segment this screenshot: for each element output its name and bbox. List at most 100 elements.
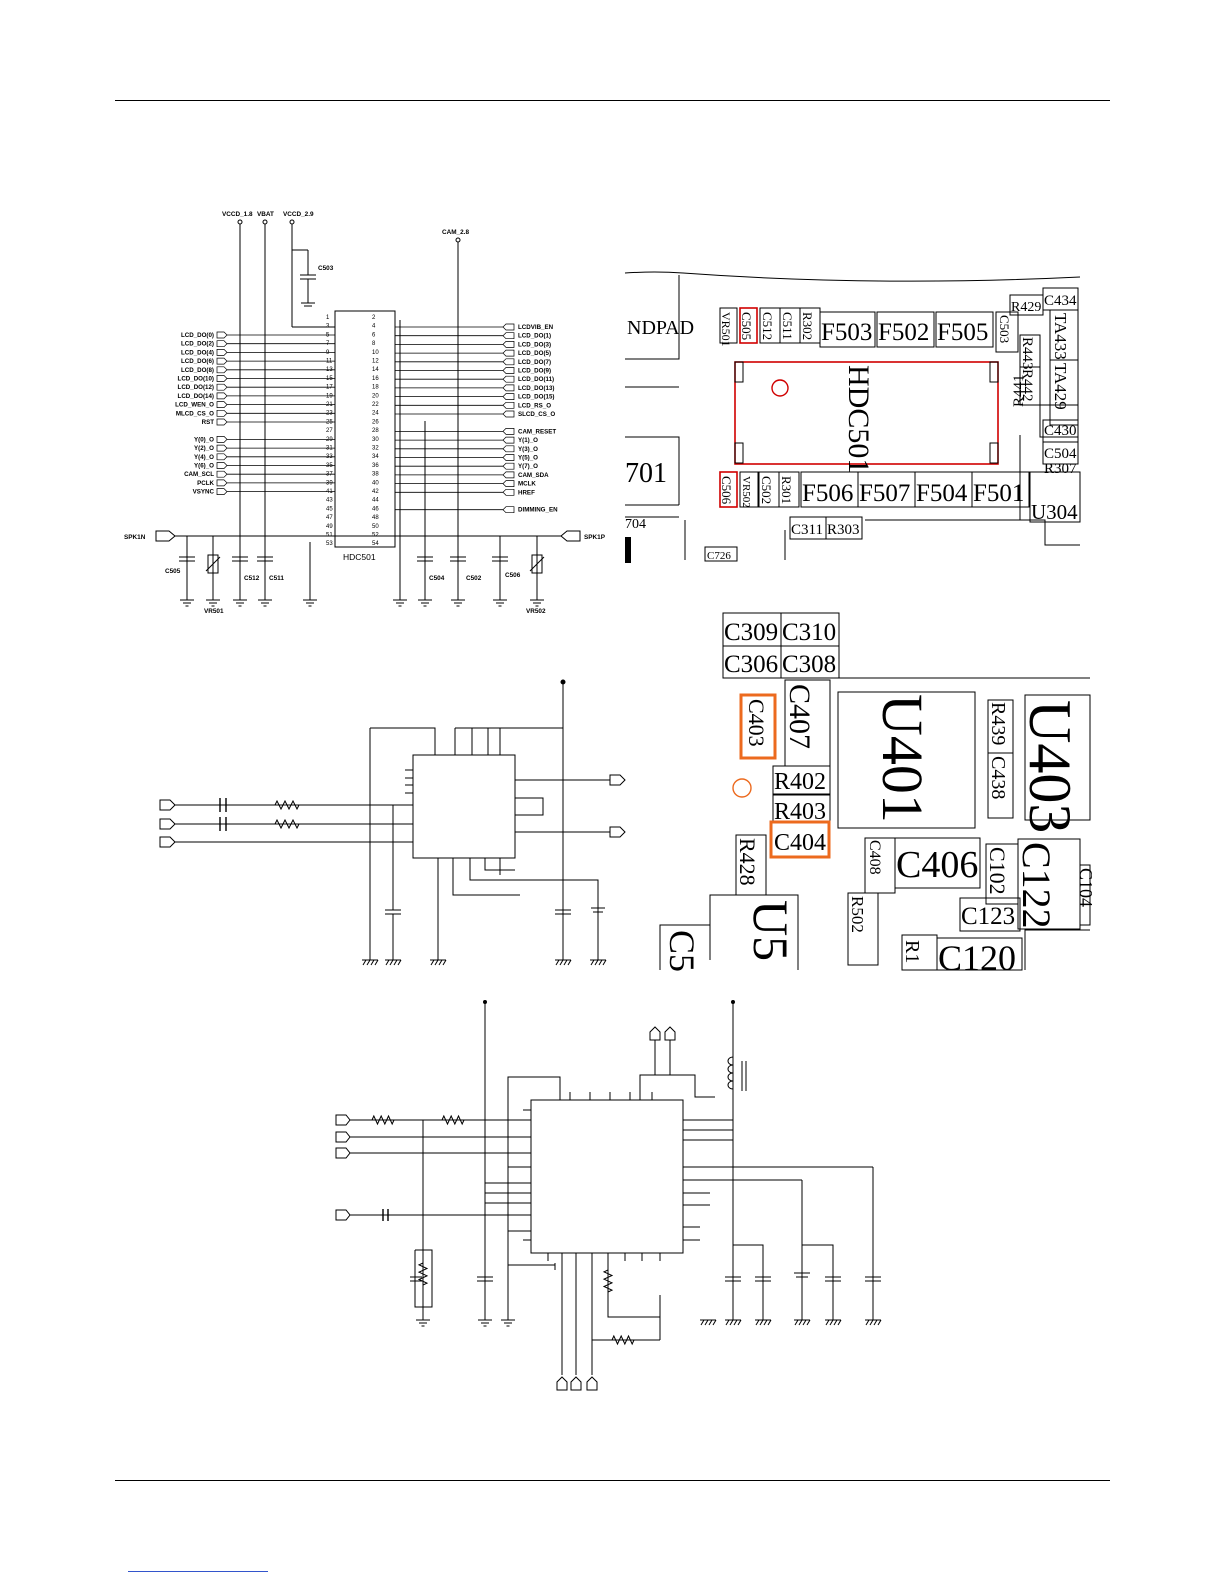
right-net-label: LCD_DO(1)	[518, 333, 551, 340]
pcb-f507: F507	[859, 480, 910, 507]
right-net-port	[502, 401, 515, 409]
pin-right-16: 16	[372, 376, 379, 382]
right-net-label: LCDVIB_EN	[518, 324, 554, 331]
pcb-c308: C308	[782, 651, 836, 678]
left-net-port	[216, 331, 228, 339]
left-net-label: LCD_DO(10)	[178, 376, 214, 383]
ground-symbol	[755, 1319, 760, 1326]
pin-left-49: 49	[326, 524, 333, 530]
header-rule	[115, 100, 1110, 101]
pcb-c406: C406	[896, 844, 978, 886]
pcb-c407: C407	[783, 684, 816, 749]
right-net-label: MCLK	[518, 481, 536, 488]
ground-symbol	[442, 959, 447, 966]
left-net-label: RST	[202, 419, 215, 426]
part-c506: C506	[505, 572, 521, 579]
ground-symbol	[877, 1319, 882, 1326]
left-net-port	[216, 470, 228, 478]
pin-left-33: 33	[326, 454, 333, 460]
left-net-port	[216, 357, 228, 365]
footer-rule	[115, 1480, 1110, 1481]
right-net-port	[502, 445, 515, 453]
pcb-c120: C120	[938, 938, 1016, 978]
pin-left-43: 43	[326, 498, 333, 504]
ground-symbol	[712, 1319, 717, 1326]
pcb-vr502: VR502	[740, 476, 752, 508]
ground-symbol	[559, 959, 564, 966]
right-net-label: HREF	[518, 489, 535, 496]
right-net-label: DIMMING_EN	[518, 507, 558, 514]
pin-right-46: 46	[372, 506, 379, 512]
left-net-port	[216, 444, 228, 452]
left-net-label: PCLK	[197, 480, 214, 487]
hdc501-schematic: 1357911131517192123252729313335373941434…	[124, 211, 606, 615]
left-net-label: LCD_DO(2)	[181, 341, 214, 348]
part-vr502: VR502	[526, 608, 546, 615]
pcb-701: 701	[625, 458, 667, 489]
right-net-label: Y(5)_O	[518, 455, 538, 462]
pin-left-39: 39	[326, 480, 333, 486]
left-net-port	[216, 453, 228, 461]
right-net-label: LCD_DO(11)	[518, 376, 554, 383]
ground-symbol	[434, 959, 439, 966]
pcb-c309: C309	[724, 619, 778, 646]
pcb-f502: F502	[878, 319, 929, 346]
pcb-r307: R307	[1044, 461, 1077, 477]
left-net-label: Y(2)_O	[194, 445, 214, 452]
pcb-c430: C430	[1044, 423, 1077, 439]
pcb-c404: C404	[774, 830, 826, 856]
pin-right-40: 40	[372, 480, 379, 486]
right-net-label: LCD_DO(5)	[518, 350, 551, 357]
pcb-ta429: TA429	[1051, 363, 1070, 410]
pcb-u401: U401	[870, 694, 935, 823]
pin-left-17: 17	[326, 385, 333, 391]
pin-left-53: 53	[326, 541, 333, 547]
right-net-port	[502, 384, 515, 392]
right-net-port	[502, 358, 515, 366]
left-net-label: LCD_DO(12)	[178, 384, 214, 391]
ic-schematic	[335, 1000, 882, 1391]
left-net-port	[216, 340, 228, 348]
resistor-symbol	[441, 1114, 465, 1126]
right-net-port	[502, 428, 515, 435]
ground-symbol	[865, 1319, 870, 1326]
pcb-c310: C310	[782, 619, 836, 646]
pcb-r429: R429	[1011, 300, 1041, 315]
pcb-c434: C434	[1044, 293, 1077, 309]
pcb-r442: R442	[1019, 369, 1035, 402]
pin-right-28: 28	[372, 428, 379, 434]
pin-left-19: 19	[326, 393, 333, 399]
pin-right-24: 24	[372, 411, 379, 417]
pcb-c506: C506	[719, 476, 734, 505]
ground-symbol	[806, 1319, 811, 1326]
right-net-label: CAM_SDA	[518, 472, 549, 479]
connector-label: HDC501	[343, 552, 376, 562]
ground-symbol	[370, 959, 375, 966]
pin-left-7: 7	[326, 341, 330, 347]
pcb-f503: F503	[821, 319, 872, 346]
ground-symbol	[362, 959, 367, 966]
supply-cam28: CAM_2.8	[442, 229, 469, 236]
right-net-label: LCD_DO(13)	[518, 385, 554, 392]
pin-left-35: 35	[326, 463, 333, 469]
pin-right-44: 44	[372, 498, 379, 504]
pcb-f501: F501	[973, 480, 1024, 507]
pin-right-10: 10	[372, 350, 379, 356]
pcb-layout-hdc501: NDPAD VR501 C505 C512 C511 R302 F503 F50…	[624, 271, 1081, 563]
pin-right-14: 14	[372, 367, 379, 373]
pin-right-48: 48	[372, 515, 379, 521]
ground-symbol	[555, 959, 560, 966]
pin-left-41: 41	[326, 489, 333, 495]
left-net-port	[216, 418, 228, 426]
pin-left-15: 15	[326, 376, 333, 382]
pin-right-18: 18	[372, 385, 379, 391]
left-net-label: LCD_WEN_O	[175, 402, 214, 409]
right-net-label: Y(3)_O	[518, 446, 538, 453]
pcb-r1: R1	[901, 940, 923, 963]
pin-right-36: 36	[372, 463, 379, 469]
ground-symbol	[833, 1319, 838, 1326]
right-net-port	[502, 323, 515, 331]
pin-right-2: 2	[372, 315, 376, 321]
spk-n-label: SPK1N	[124, 534, 146, 541]
